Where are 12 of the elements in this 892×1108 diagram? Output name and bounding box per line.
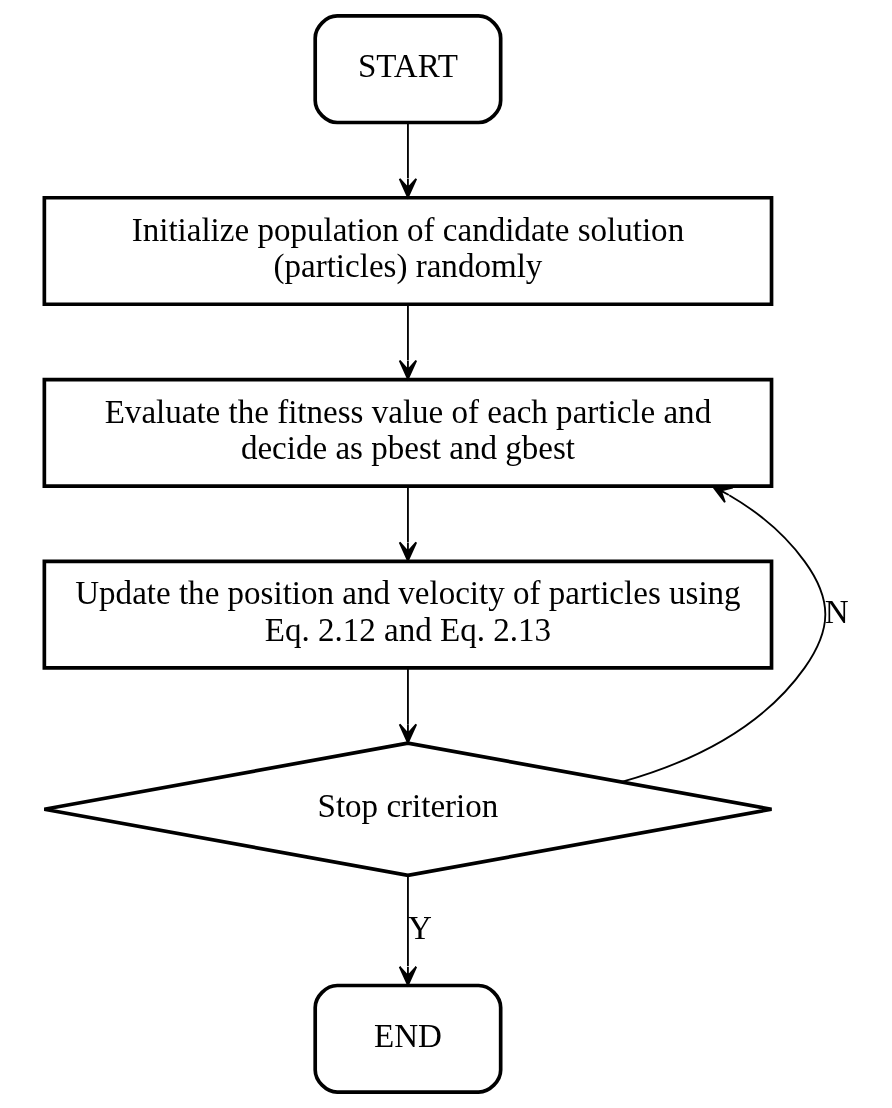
arrow bbox=[398, 874, 417, 987]
arrow bbox=[398, 667, 417, 744]
node-box: END bbox=[312, 983, 502, 1094]
node-box: Update the position and velocity of particles using Eq. 2.12 and Eq. 2.13 bbox=[42, 559, 773, 670]
node-box: START bbox=[312, 14, 502, 125]
node-box: Initialize population of candidate solution (particles) randomly bbox=[42, 195, 773, 307]
arrow bbox=[398, 121, 417, 199]
arrow bbox=[620, 485, 826, 783]
node-box: Evaluate the fitness value of each particle and decide as pbest and gbest bbox=[42, 377, 773, 488]
node-diamond: Stop criterion bbox=[42, 741, 773, 878]
arrow bbox=[398, 485, 417, 562]
arrow bbox=[398, 303, 417, 380]
